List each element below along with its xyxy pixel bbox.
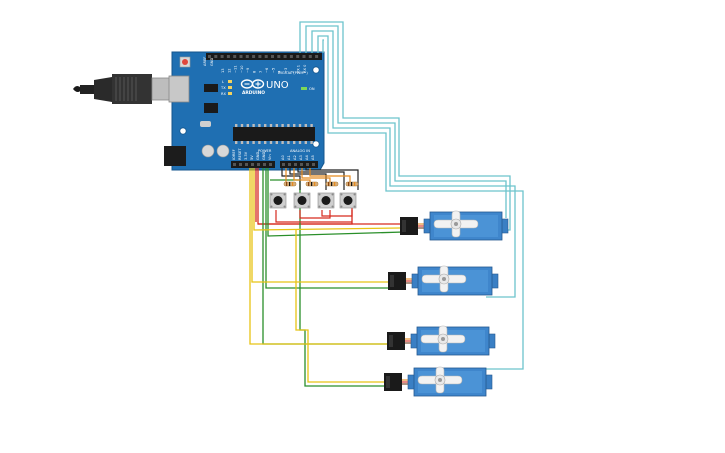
servo-power-wire-1 [249,168,388,345]
resistor-4[interactable] [345,181,359,187]
atmega-chip [233,124,315,144]
pushbutton-1[interactable] [269,192,287,209]
resistor-1[interactable] [283,181,297,187]
usb-cable[interactable] [73,74,171,104]
analog-header-label: ANALOG IN [290,149,310,153]
servo-1[interactable] [400,210,509,241]
pin-label: A4 [305,155,309,160]
pin-label: 13 [221,68,225,73]
pin-label: ~9 [246,67,250,73]
on-led-label: ON [309,87,315,91]
pin-label: A0 [281,155,285,160]
pin-label: ~6 [265,67,269,73]
button-wires[interactable] [275,168,359,223]
pin-label: RESET [238,148,242,160]
pushbutton-4[interactable] [339,192,357,209]
servo-power-wire-2 [251,168,390,283]
servo-4[interactable] [384,366,493,397]
servo-power-wire-3 [253,168,401,231]
pin-label: 3.3V [244,151,248,160]
pin-label: 5V [250,155,254,160]
pushbutton-2[interactable] [293,192,311,209]
digital-header[interactable] [206,53,322,60]
pin-label: ~10 [240,65,244,73]
pin-label: ~5 [271,68,275,73]
ground-wire-2 [265,168,390,289]
pin-label: 7 [259,71,263,73]
pin-label: 2 [290,71,294,73]
pin-label: A3 [299,155,303,160]
servo-3[interactable] [387,325,496,356]
pin-label: ~11 [234,65,238,73]
signal-wire-servo-2 [305,25,507,218]
led-tx-label: TX [220,86,226,90]
pin-label: TX 1 [297,65,301,74]
usb-jack [168,75,190,103]
gnd-label: GND [210,58,214,66]
arduino-logo [240,79,265,89]
dc-barrel-jack [164,146,186,166]
ground-wire-3 [267,168,405,237]
board-model: UNO [266,80,289,91]
pushbutton-3[interactable] [317,192,335,209]
aref-label: AREF [203,57,207,66]
servo-power-wire-4 [295,230,386,383]
signal-wire-servo-3 [311,30,516,298]
pin-label: IOREF [232,149,236,160]
servos[interactable] [384,210,509,397]
ground-wire-4 [270,179,386,387]
signal-wires[interactable] [299,21,524,370]
pin-label: GND [262,152,266,160]
pin-label: GND [256,152,260,160]
pin-label: A1 [287,155,291,160]
analog-header[interactable] [280,161,318,168]
arduino-uno-board[interactable]: L TX RX ON ARDUINO UNO DIGITAL (PWM~) AR… [164,51,325,171]
board-brand: ARDUINO [242,90,265,96]
power-header[interactable] [231,161,275,168]
power-header-label: POWER [258,149,272,153]
pin-label: 4 [278,70,282,73]
led-l-label: L [222,80,224,84]
pin-label: A2 [293,155,297,160]
pushbuttons[interactable] [269,192,357,209]
led-rx-label: RX [221,92,226,96]
pin-label: ~3 [284,68,288,73]
signal-wire-servo-4 [317,35,524,370]
pin-label: RX 0 [303,64,307,73]
resistor-2[interactable] [305,181,319,187]
pin-label: Vin [268,154,272,160]
pin-label: 8 [253,70,257,73]
signal-wire-servo-1 [299,21,511,231]
resistor-3[interactable] [325,181,339,187]
pin-label: A5 [311,155,315,160]
servo-2[interactable] [388,265,499,296]
resistors[interactable] [283,181,359,187]
digital-header-label: DIGITAL (PWM~) [278,71,308,75]
pin-label: 12 [227,68,231,73]
